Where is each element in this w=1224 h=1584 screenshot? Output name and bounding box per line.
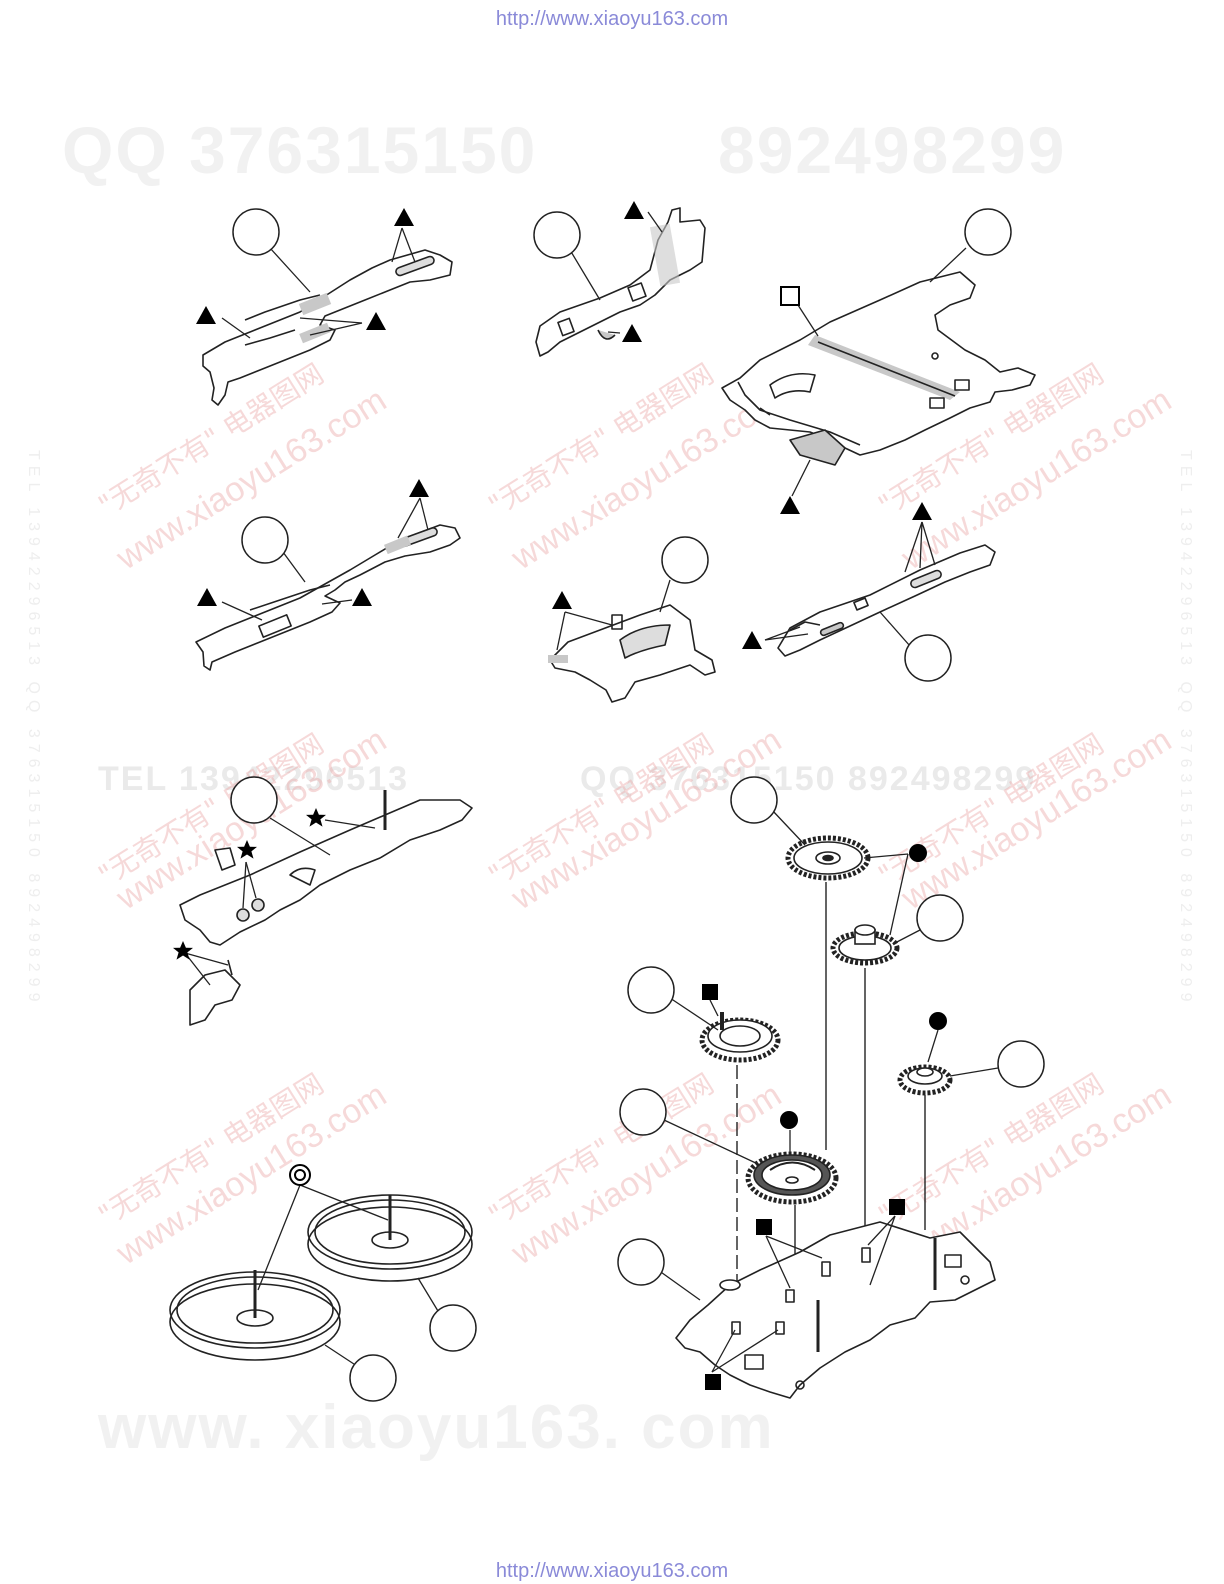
slide-plate-2 [195, 524, 461, 671]
footer-url[interactable]: http://www.xiaoyu163.com [495, 1560, 729, 1582]
watermark-qq-mid: QQ 376315150 892498299 [580, 760, 1037, 798]
assembly-axes [736, 882, 926, 1320]
bracket-upright [535, 207, 706, 357]
header-url[interactable]: http://www.xiaoyu163.com [495, 8, 729, 30]
gear-pinion [830, 924, 900, 966]
diagonal-lever [777, 544, 996, 657]
watermark-side-left: TEL 13942296513 QQ 376315150 892498299 [25, 450, 42, 1008]
gear-small-right [897, 1064, 953, 1096]
watermark-number: 892498299 [718, 113, 1067, 187]
spindle-bracket [179, 790, 473, 1026]
reel-table-left [169, 1270, 341, 1361]
watermark-qq: QQ 376315150 [62, 113, 538, 187]
slide-plate-1 [202, 249, 453, 406]
chassis-frame [721, 271, 1036, 466]
watermark-site-big: www. xiaoyu163. com [98, 1393, 775, 1462]
gear-large-top [785, 835, 871, 881]
gear-large-bottom [745, 1151, 839, 1205]
reel-table-right [307, 1194, 473, 1282]
watermark-side-right: TEL 13942296513 QQ 376315150 892498299 [1177, 450, 1194, 1008]
leader-lines [184, 211, 1011, 1373]
gear-cam [699, 1012, 781, 1063]
double-circle-marker-icon [289, 1164, 311, 1186]
open-square-marker-icon [780, 286, 800, 306]
mechanism-base-plate [675, 1221, 996, 1399]
small-bracket [548, 604, 716, 703]
